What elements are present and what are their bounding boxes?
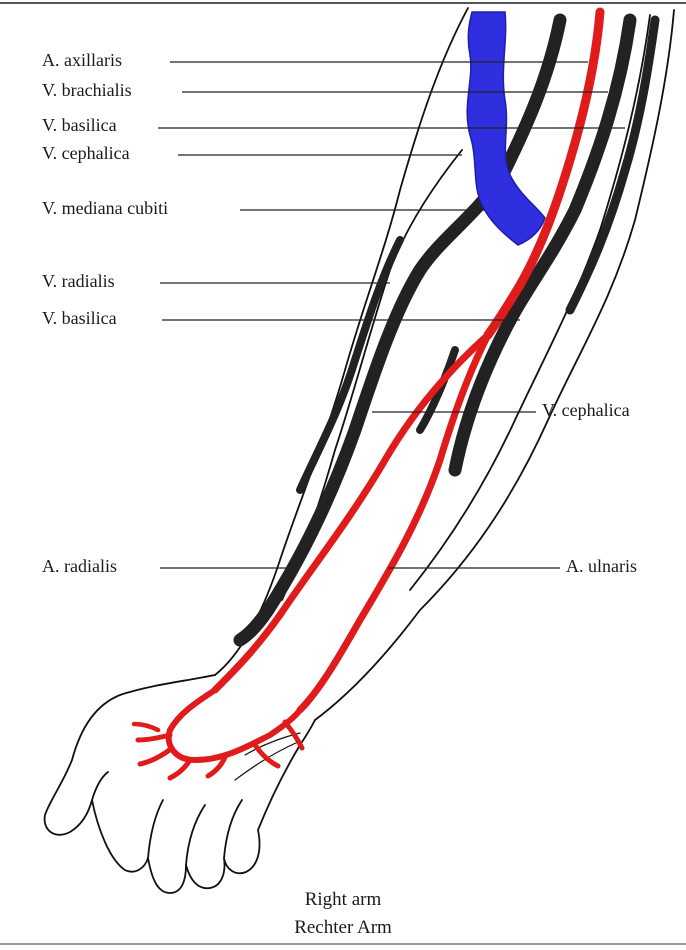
- artery-ulnaris: [300, 335, 488, 710]
- caption-line-1: Right arm: [305, 889, 382, 910]
- artery-digital-7: [134, 724, 158, 730]
- artery-palmar-arch: [169, 690, 300, 760]
- labels: A. axillaris V. brachialis V. basilica V…: [42, 50, 637, 576]
- label-a-axillaris: A. axillaris: [42, 50, 122, 70]
- artery-digital-2: [140, 748, 172, 764]
- label-v-basilica-lower: V. basilica: [42, 308, 117, 328]
- label-a-ulnaris: A. ulnaris: [566, 556, 637, 576]
- artery-digital-5: [255, 745, 278, 766]
- finger-line-4: [224, 800, 242, 858]
- label-v-cephalica-right: V. cephalica: [542, 400, 630, 420]
- finger-line-1: [92, 772, 108, 800]
- label-v-mediana-cubiti: V. mediana cubiti: [42, 198, 168, 218]
- finger-line-3: [186, 805, 205, 865]
- label-a-radialis: A. radialis: [42, 556, 117, 576]
- artery-digital-3: [170, 760, 190, 778]
- label-v-radialis: V. radialis: [42, 271, 115, 291]
- artery-digital-1: [138, 735, 170, 740]
- finger-line-2: [148, 800, 163, 858]
- caption-line-2: Rechter Arm: [294, 917, 392, 938]
- label-v-basilica-upper: V. basilica: [42, 115, 117, 135]
- arm-outline-left: [215, 8, 468, 675]
- hand-outline: [45, 675, 315, 893]
- label-v-brachialis: V. brachialis: [42, 80, 132, 100]
- label-v-cephalica-upper: V. cephalica: [42, 143, 130, 163]
